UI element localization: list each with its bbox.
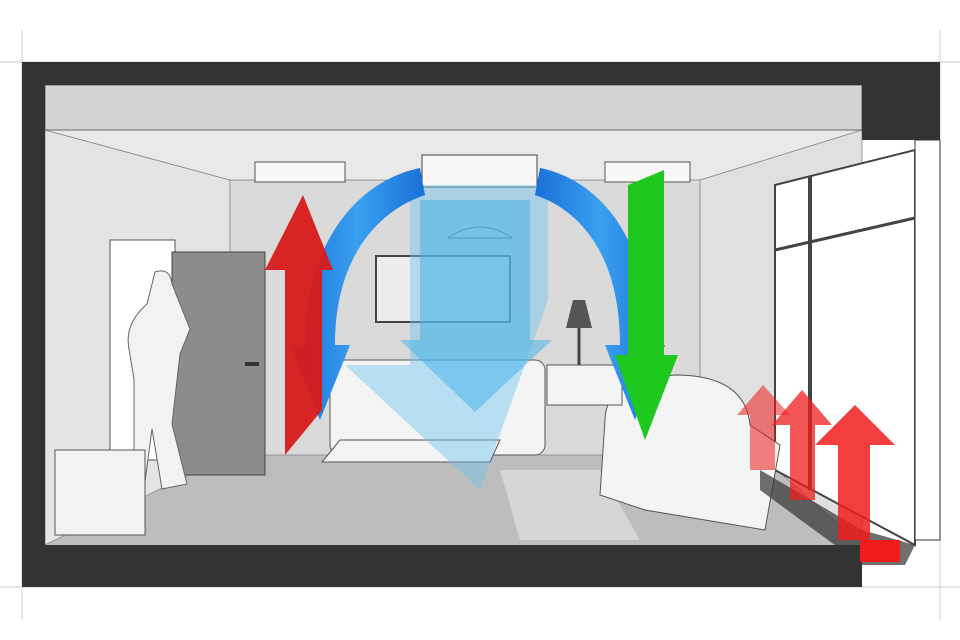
person-icon — [127, 270, 191, 490]
ceiling-vent-icon — [254, 161, 346, 183]
side-cabinet — [54, 449, 146, 536]
cold-air-arrow-icon — [290, 168, 425, 420]
cold-air-arrow-icon — [400, 200, 552, 412]
ceiling-cassette-ac-icon — [421, 154, 538, 188]
table-lamp — [566, 300, 592, 365]
coffee-table — [320, 439, 501, 463]
floor-convector-heat-arrow-icon — [737, 385, 900, 562]
warm-air-arrow-icon — [265, 195, 333, 455]
nightstand — [546, 364, 623, 406]
building-section-frame — [22, 62, 941, 587]
ceiling-band — [44, 84, 863, 131]
fresh-air-arrow-icon — [615, 170, 678, 440]
